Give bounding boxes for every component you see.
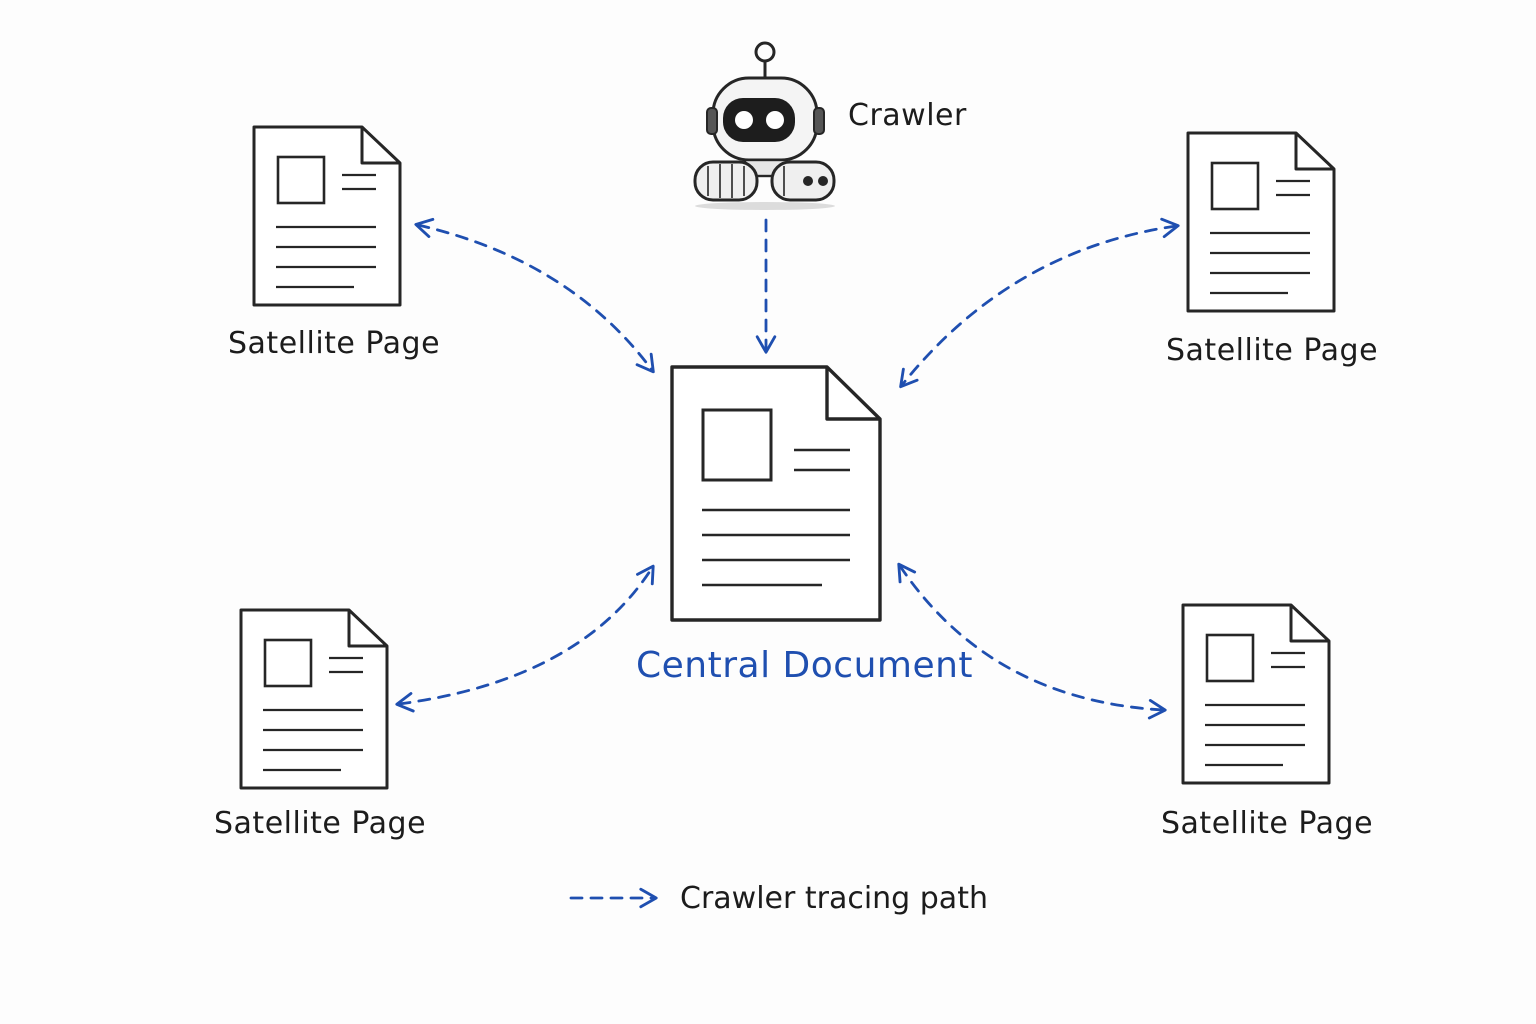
central-document-label: Central Document [636,645,974,686]
satellite-label-top-right: Satellite Page [1166,333,1379,368]
satellite-doc-bottom-right [1181,603,1331,785]
satellite-label-top-left: Satellite Page [228,326,441,361]
path-bottom-right [897,562,1167,720]
legend-label: Crawler tracing path [680,881,988,916]
satellite-label-bottom-left: Satellite Page [214,806,427,841]
robot-icon [693,41,836,210]
central-document-icon [670,365,882,622]
satellite-label-bottom-right: Satellite Page [1161,806,1374,841]
crawler-paths [395,217,1180,909]
satellite-doc-top-right [1186,131,1336,313]
path-top-right [899,217,1180,389]
crawler-label: Crawler [848,98,967,133]
satellite-doc-bottom-left [239,608,389,790]
path-top-left [414,217,655,374]
satellite-doc-top-left [252,125,402,307]
path-bottom-left [395,564,655,713]
